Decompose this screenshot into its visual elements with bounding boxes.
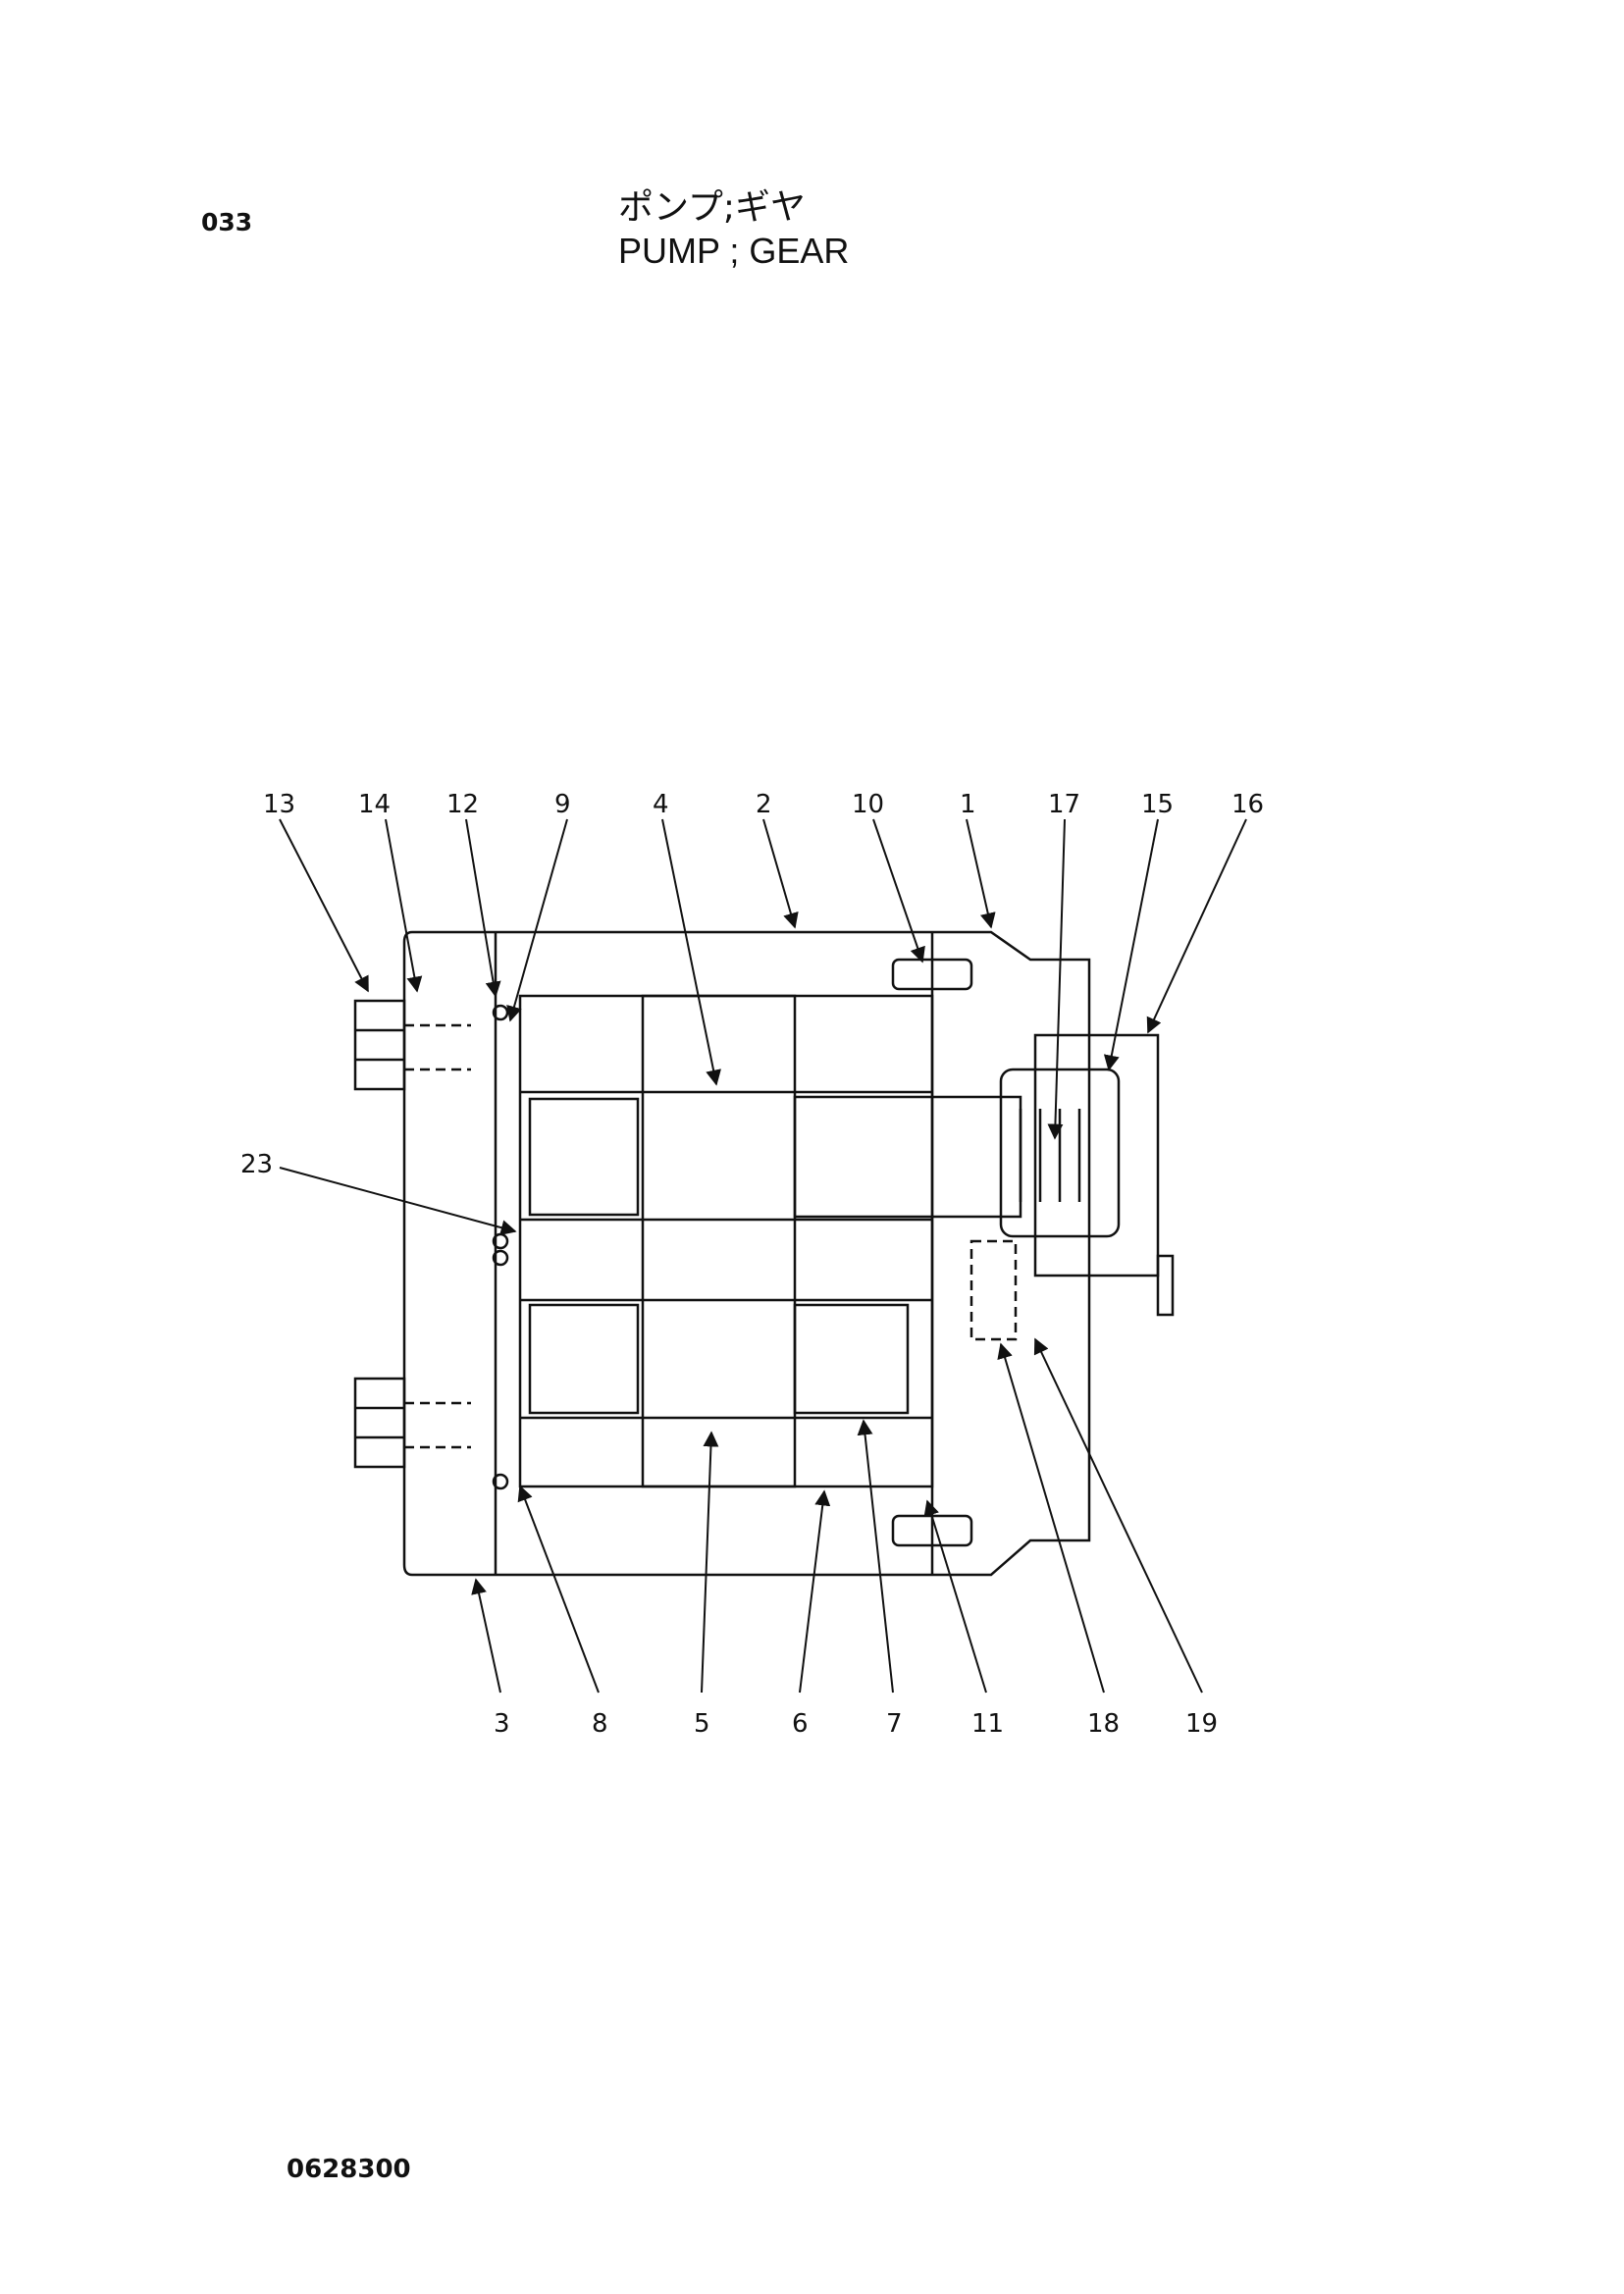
pump-housing [353,930,1175,1577]
callout-19: 19 [1185,1709,1218,1739]
o-ring-lower [492,1473,509,1490]
title-english: PUMP ; GEAR [618,231,850,271]
mount-flange [1033,1033,1160,1277]
relief-valve [969,1239,1018,1341]
title-block: ポンプ;ギヤ PUMP ; GEAR [618,186,1011,273]
callout-15: 15 [1141,790,1174,819]
drawing-number: 0628300 [287,2155,411,2184]
drive-shaft [793,1095,1022,1219]
lower-bushing [528,1303,640,1415]
lower-bolt-head [353,1377,406,1469]
leader-lines [279,818,1247,1694]
upper-bushing [528,1097,640,1217]
drive-gear [641,994,797,1488]
callout-14: 14 [358,790,391,819]
callout-5: 5 [694,1709,710,1739]
callout-17: 17 [1048,790,1080,819]
callout-11: 11 [971,1709,1004,1739]
callout-3: 3 [494,1709,510,1739]
callout-2: 2 [756,790,772,819]
callout-18: 18 [1087,1709,1120,1739]
callout-4: 4 [653,790,669,819]
callout-12: 12 [446,790,479,819]
callout-13: 13 [263,790,295,819]
callout-23: 23 [240,1150,273,1179]
callout-9: 9 [554,790,571,819]
callout-16: 16 [1231,790,1264,819]
upper-dowel-pin [891,958,973,991]
callout-6: 6 [792,1709,809,1739]
callout-1: 1 [960,790,976,819]
callout-8: 8 [592,1709,608,1739]
title-japanese: ポンプ;ギヤ [618,187,807,228]
callout-labels: 13 14 12 9 4 2 10 1 17 15 16 23 3 8 5 6 … [240,790,1264,1739]
upper-bolt-head [353,999,406,1091]
callout-7: 7 [886,1709,903,1739]
callout-10: 10 [852,790,884,819]
coupling-housing [999,1068,1121,1238]
page-number: 033 [201,208,253,236]
